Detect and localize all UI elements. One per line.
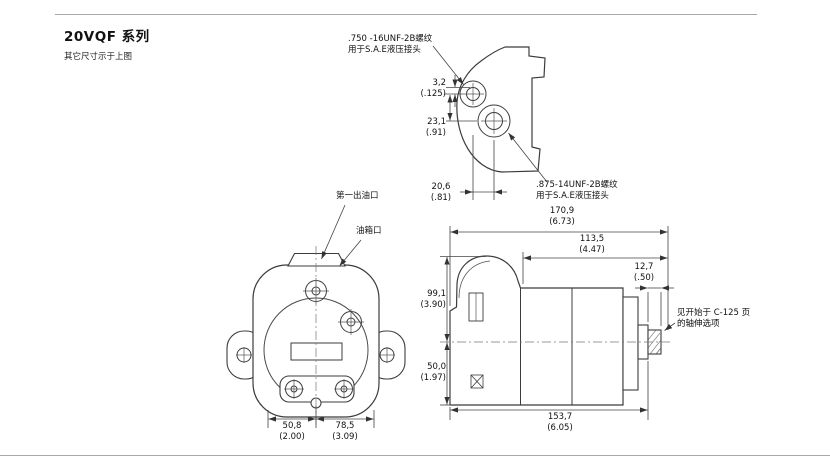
detail-dimension-lines — [432, 45, 548, 200]
nameplate — [290, 342, 343, 361]
dim-170-9: 170,9 (6.73) — [540, 206, 584, 227]
front-dimension-lines — [267, 204, 375, 428]
dim-12-7: 12,7 (.50) — [624, 262, 664, 283]
dim-20-6-in: (.81) — [430, 192, 452, 203]
shaft-options-note-line2: 的轴伸选项 — [677, 319, 720, 329]
dim-3-2-mm: 3,2 — [432, 78, 446, 88]
dim-3-2-in: (.125) — [420, 88, 446, 99]
thread-label-bottom-line1: .875-14UNF-2B螺纹 — [536, 180, 618, 190]
dim-50-8: 50,8 (2.00) — [272, 421, 312, 442]
leader-shaft-note — [664, 322, 676, 331]
dim-50-8-in: (2.00) — [279, 431, 305, 442]
page-title: 20VQF 系列 — [64, 29, 150, 45]
port-detail-view — [432, 45, 548, 200]
dim-20-6-mm: 20,6 — [431, 182, 451, 192]
page-rules — [0, 14, 830, 456]
dim-50-0-in: (1.97) — [420, 372, 446, 383]
bolt-detail — [470, 374, 484, 389]
leader-thread-bottom — [508, 132, 548, 183]
top-port-boss — [287, 252, 346, 267]
dim-12-7-in: (.50) — [633, 272, 655, 283]
dim-113-5: 113,5 (4.47) — [570, 234, 614, 255]
side-port-circle — [338, 309, 364, 335]
thread-label-top: .750 -16UNF-2B螺纹 用于S.A.E液压接头 — [348, 34, 432, 56]
dim-99-1: 99,1 (3.90) — [410, 289, 446, 310]
bottom-port-left — [284, 379, 304, 399]
dim-153-7-mm: 153,7 — [547, 412, 573, 422]
sae-port-lower — [477, 104, 511, 138]
dim-23-1-in: (.91) — [425, 127, 446, 138]
dim-23-1-mm: 23,1 — [427, 117, 446, 127]
shaft-thread-hatching — [647, 329, 662, 355]
dim-99-1-mm: 99,1 — [427, 289, 446, 299]
pump-front-view — [226, 204, 406, 428]
dim-23-1: 23,1 (.91) — [408, 117, 446, 138]
dim-78-5-in: (3.09) — [332, 431, 358, 442]
port-boss-outline — [456, 46, 546, 173]
leader-thread-top — [432, 45, 464, 85]
dim-153-7: 153,7 (6.05) — [538, 412, 582, 433]
dim-20-6: 20,6 (.81) — [424, 182, 458, 203]
dim-170-9-mm: 170,9 — [549, 206, 575, 216]
ear-hole-right — [379, 347, 395, 363]
sae-port-upper — [459, 80, 487, 108]
dim-78-5-mm: 78,5 — [335, 421, 355, 431]
side-dimension-lines — [440, 226, 676, 420]
dim-113-5-mm: 113,5 — [579, 234, 605, 244]
label-first-outlet: 第一出油口 — [336, 191, 379, 201]
shaft-options-note: 见开始于 C-125 页 的轴伸选项 — [677, 308, 750, 330]
dim-113-5-in: (4.47) — [579, 244, 605, 255]
dim-50-0-mm: 50,0 — [427, 362, 446, 372]
leader-tank-port — [339, 239, 362, 267]
dim-99-1-in: (3.90) — [420, 299, 446, 310]
thread-label-top-line1: .750 -16UNF-2B螺纹 — [348, 34, 433, 44]
thread-label-bottom-line2: 用于S.A.E液压接头 — [536, 191, 609, 201]
dim-12-7-mm: 12,7 — [634, 262, 654, 272]
thread-label-top-line2: 用于S.A.E液压接头 — [348, 45, 421, 55]
bottom-port-right — [334, 379, 354, 399]
dim-50-8-mm: 50,8 — [282, 421, 302, 431]
dim-153-7-in: (6.05) — [547, 422, 573, 433]
dim-78-5: 78,5 (3.09) — [325, 421, 365, 442]
boss-inner-arc — [458, 260, 491, 299]
pump-side-view — [440, 226, 676, 420]
label-tank-port: 油箱口 — [356, 226, 382, 236]
leader-first-outlet — [321, 204, 346, 260]
page-subtitle: 其它尺寸示于上图 — [64, 52, 133, 62]
dim-50-0: 50,0 (1.97) — [410, 362, 446, 383]
end-cap — [622, 296, 639, 391]
dim-3-2: 3,2 (.125) — [410, 78, 446, 99]
shaft-options-note-line1: 见开始于 C-125 页 — [677, 308, 751, 318]
dim-170-9-in: (6.73) — [549, 216, 575, 227]
ear-hole-left — [236, 347, 252, 363]
thread-label-bottom: .875-14UNF-2B螺纹 用于S.A.E液压接头 — [536, 180, 618, 202]
side-body-outline — [449, 255, 624, 406]
